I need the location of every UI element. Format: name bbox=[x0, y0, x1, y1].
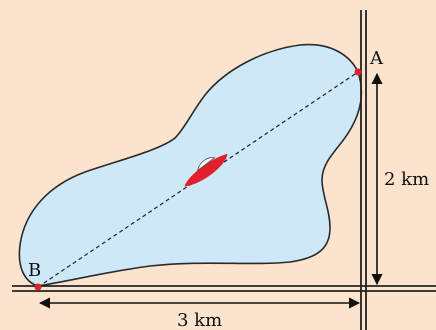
point-a-marker bbox=[354, 68, 362, 76]
point-b-marker bbox=[34, 283, 42, 291]
label-vertical-distance: 2 km bbox=[384, 169, 429, 190]
label-point-a: A bbox=[369, 48, 384, 69]
label-horizontal-distance: 3 km bbox=[177, 310, 222, 330]
horizontal-road bbox=[12, 285, 436, 292]
boat-icon bbox=[184, 153, 228, 187]
label-point-b: B bbox=[28, 260, 41, 281]
vertical-road bbox=[360, 10, 367, 330]
lake bbox=[18, 43, 363, 287]
